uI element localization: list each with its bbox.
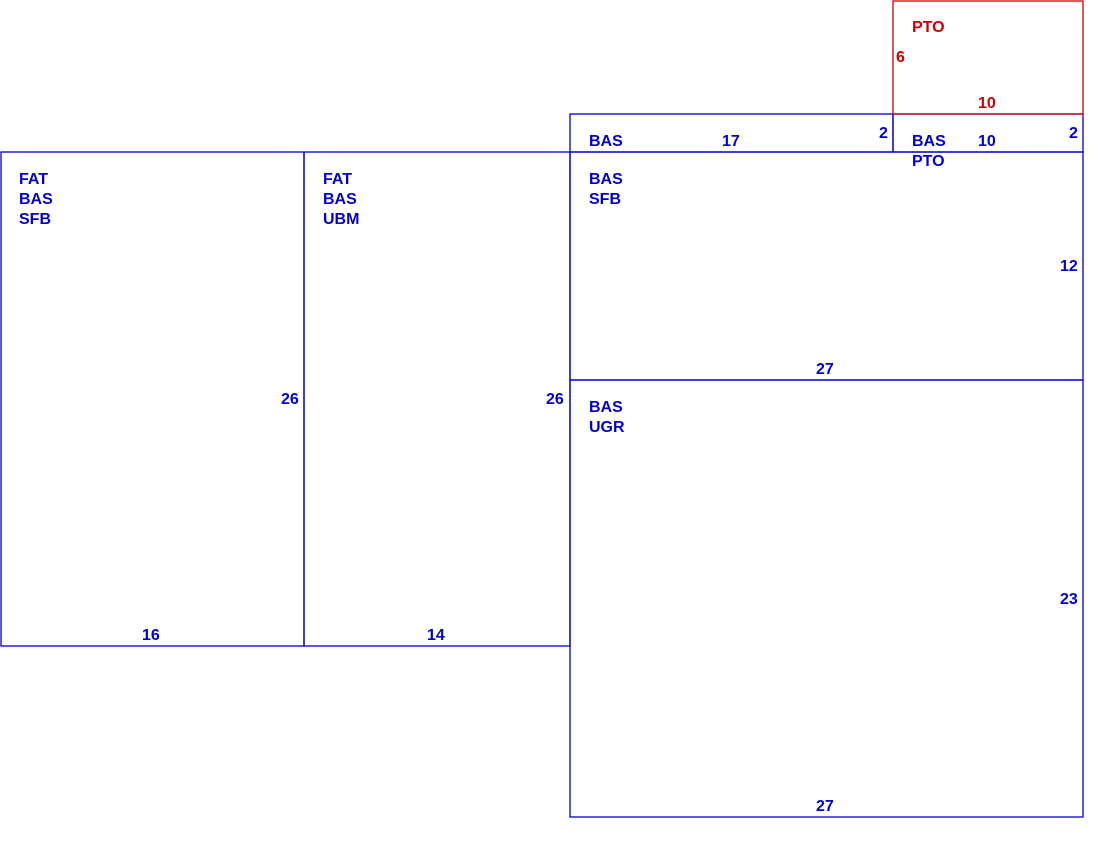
area-label: FAT: [323, 171, 352, 188]
area-strip-bas-pto[interactable]: BAS PTO 2 10: [892, 113, 1084, 170]
area-label: UGR: [589, 419, 625, 436]
bottom-dimension-label: 27: [816, 798, 834, 815]
area-outline: [569, 151, 1084, 381]
area-label: SFB: [19, 211, 51, 228]
area-bas-sfb[interactable]: BAS SFB 12 27: [569, 151, 1084, 381]
area-outline: [892, 0, 1084, 115]
area-left-fat-bas-sfb[interactable]: FAT BAS SFB 26 16: [0, 151, 305, 647]
area-middle-fat-bas-ubm[interactable]: FAT BAS UBM 26 14: [303, 151, 571, 647]
area-label: BAS: [912, 133, 946, 150]
side-dimension-label: 26: [281, 391, 299, 408]
side-dimension-label: 12: [1060, 258, 1078, 275]
bottom-dimension-label: 10: [978, 133, 996, 150]
area-bas-ugr[interactable]: BAS UGR 23 27: [569, 379, 1084, 818]
area-label: PTO: [912, 19, 945, 36]
area-label: UBM: [323, 211, 359, 228]
area-label: BAS: [589, 399, 623, 416]
area-label: BAS: [589, 171, 623, 188]
side-dimension-label: 2: [1069, 125, 1078, 142]
area-label: FAT: [19, 171, 48, 188]
area-pto[interactable]: PTO 6 10: [892, 0, 1084, 115]
area-strip-bas[interactable]: BAS 2 17: [569, 113, 894, 153]
area-label: BAS: [323, 191, 357, 208]
bottom-dimension-label: 27: [816, 361, 834, 378]
side-dimension-label: 2: [879, 125, 888, 142]
side-dimension-label: 26: [546, 391, 564, 408]
area-label: PTO: [912, 153, 945, 170]
side-dimension-label: 6: [896, 49, 905, 66]
side-dimension-label: 23: [1060, 591, 1078, 608]
area-label: SFB: [589, 191, 621, 208]
bottom-dimension-label: 17: [722, 133, 740, 150]
bottom-dimension-label: 14: [427, 627, 445, 644]
area-label: BAS: [19, 191, 53, 208]
area-label: BAS: [589, 133, 623, 150]
bottom-dimension-label: 16: [142, 627, 160, 644]
area-outline: [569, 379, 1084, 818]
bottom-dimension-label: 10: [978, 95, 996, 112]
